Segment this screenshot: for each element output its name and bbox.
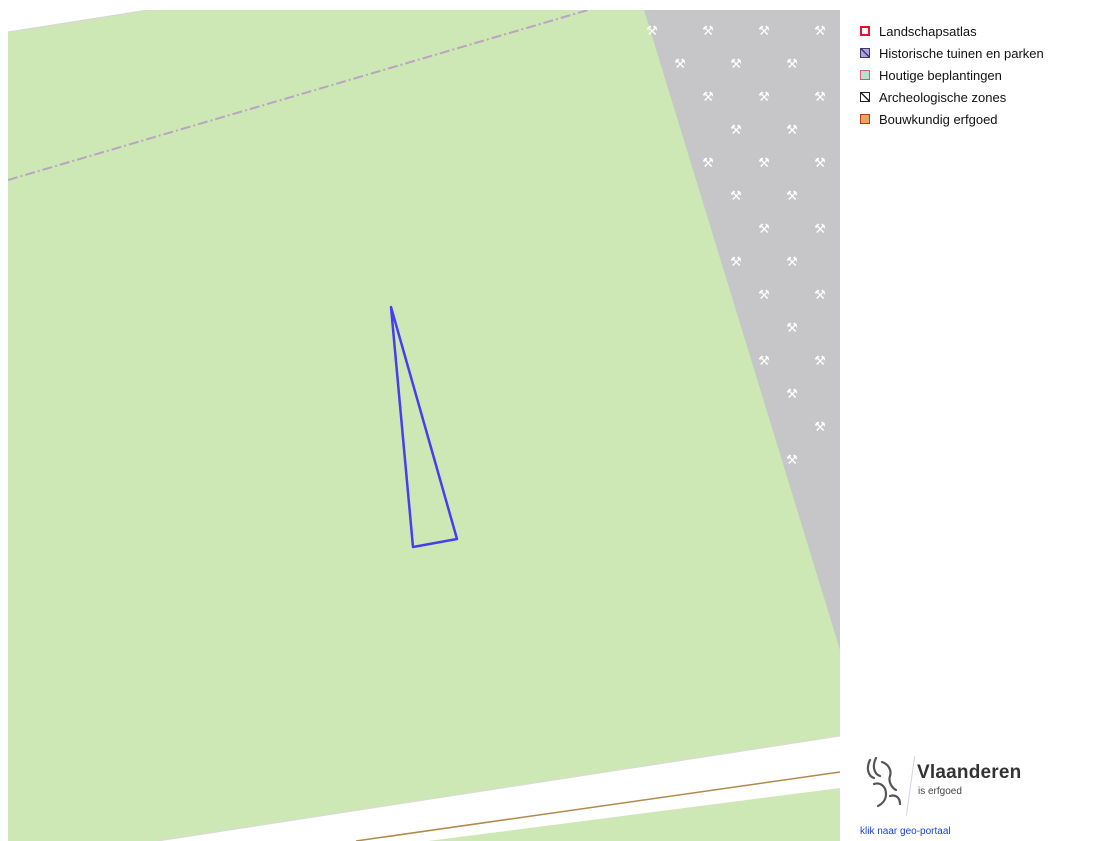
- quarry-symbols: ⚒ ⚒ ⚒ ⚒ ⚒ ⚒ ⚒ ⚒ ⚒ ⚒ ⚒ ⚒ ⚒ ⚒ ⚒ ⚒ ⚒ ⚒ ⚒ ⚒ ⚒ ⚒ ⚒ ⚒ ⚒ ⚒ ⚒ ⚒ ⚒: [646, 23, 826, 467]
- pickaxe-hammer-icon: ⚒: [758, 23, 770, 38]
- map-canvas[interactable]: ⚒ ⚒ ⚒ ⚒ ⚒ ⚒ ⚒ ⚒ ⚒ ⚒ ⚒ ⚒ ⚒ ⚒ ⚒ ⚒ ⚒ ⚒ ⚒ ⚒ ⚒ ⚒ ⚒ ⚒ ⚒ ⚒ ⚒ ⚒ ⚒: [8, 10, 840, 841]
- pickaxe-hammer-icon: ⚒: [786, 56, 798, 71]
- legend-label: Landschapsatlas: [879, 23, 977, 39]
- pickaxe-hammer-icon: ⚒: [646, 23, 658, 38]
- pickaxe-hammer-icon: ⚒: [730, 188, 742, 203]
- pickaxe-hammer-icon: ⚒: [702, 155, 714, 170]
- vlaanderen-brand: Vlaanderen is erfgoed: [860, 748, 1060, 818]
- pickaxe-hammer-icon: ⚒: [786, 254, 798, 269]
- path-line: [355, 771, 840, 841]
- pickaxe-hammer-icon: ⚒: [814, 287, 826, 302]
- legend-label: Archeologische zones: [879, 89, 1007, 105]
- legend-item-2: Historische tuinen en parken: [860, 42, 1106, 64]
- pickaxe-hammer-icon: ⚒: [786, 452, 798, 467]
- pickaxe-hammer-icon: ⚒: [786, 188, 798, 203]
- bouwkundig-erfgoed-swatch-icon: [860, 114, 870, 124]
- brand-name: Vlaanderen: [917, 762, 1022, 783]
- brand-subtitle: is erfgoed: [918, 786, 962, 797]
- archeologische-zones-swatch-icon: [860, 92, 870, 102]
- road-bottom-edge: [157, 735, 840, 841]
- pickaxe-hammer-icon: ⚒: [702, 89, 714, 104]
- road-top-edge: [8, 10, 149, 33]
- road-bottom: [8, 736, 840, 841]
- map-view[interactable]: ⚒ ⚒ ⚒ ⚒ ⚒ ⚒ ⚒ ⚒ ⚒ ⚒ ⚒ ⚒ ⚒ ⚒ ⚒ ⚒ ⚒ ⚒ ⚒ ⚒ ⚒ ⚒ ⚒ ⚒ ⚒ ⚒ ⚒ ⚒ ⚒: [8, 10, 840, 841]
- legend-item-5: Bouwkundig erfgoed: [860, 108, 1106, 130]
- landschapsatlas-swatch-icon: [860, 26, 870, 36]
- pickaxe-hammer-icon: ⚒: [730, 122, 742, 137]
- pickaxe-hammer-icon: ⚒: [786, 122, 798, 137]
- legend-label: Bouwkundig erfgoed: [879, 111, 998, 127]
- flemish-lion-icon: [866, 756, 902, 808]
- legend-label: Houtige beplantingen: [879, 67, 1002, 83]
- pickaxe-hammer-icon: ⚒: [758, 221, 770, 236]
- historische-tuinen-swatch-icon: [860, 48, 870, 58]
- legend-item-4: Archeologische zones: [860, 86, 1106, 108]
- pickaxe-hammer-icon: ⚒: [758, 287, 770, 302]
- pickaxe-hammer-icon: ⚒: [814, 419, 826, 434]
- pickaxe-hammer-icon: ⚒: [814, 353, 826, 368]
- pickaxe-hammer-icon: ⚒: [814, 155, 826, 170]
- parcel-outline[interactable]: [389, 305, 459, 549]
- pickaxe-hammer-icon: ⚒: [730, 254, 742, 269]
- geo-portal-link[interactable]: klik naar geo-portaal: [860, 826, 951, 837]
- pickaxe-hammer-icon: ⚒: [786, 320, 798, 335]
- houtige-beplantingen-swatch-icon: [860, 70, 870, 80]
- quarry-area: [644, 10, 840, 650]
- pickaxe-hammer-icon: ⚒: [758, 155, 770, 170]
- pickaxe-hammer-icon: ⚒: [702, 23, 714, 38]
- legend-label: Historische tuinen en parken: [879, 45, 1044, 61]
- legend-item-3: Houtige beplantingen: [860, 64, 1106, 86]
- pickaxe-hammer-icon: ⚒: [730, 56, 742, 71]
- railway-line: [8, 10, 589, 181]
- legend-item-1: Landschapsatlas: [860, 20, 1106, 42]
- pickaxe-hammer-icon: ⚒: [674, 56, 686, 71]
- pickaxe-hammer-icon: ⚒: [814, 221, 826, 236]
- pickaxe-hammer-icon: ⚒: [758, 89, 770, 104]
- road-bottom-band: [158, 748, 840, 841]
- pickaxe-hammer-icon: ⚒: [758, 353, 770, 368]
- pickaxe-hammer-icon: ⚒: [814, 23, 826, 38]
- pickaxe-hammer-icon: ⚒: [814, 89, 826, 104]
- pickaxe-hammer-icon: ⚒: [786, 386, 798, 401]
